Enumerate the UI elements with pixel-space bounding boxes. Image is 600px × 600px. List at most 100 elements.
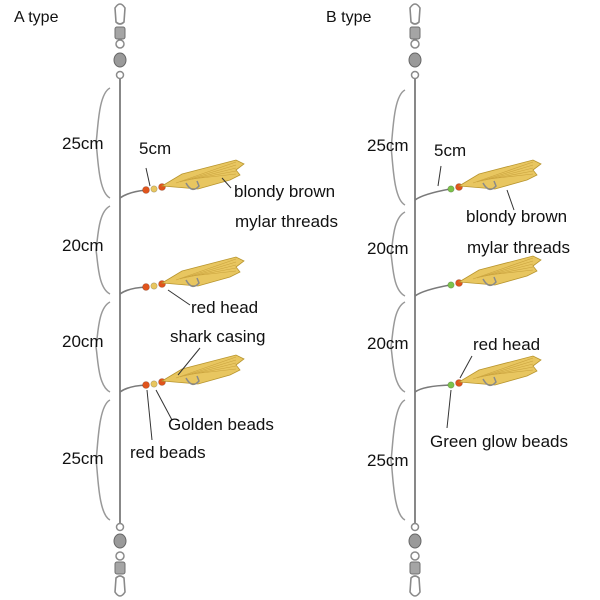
b-lure-3-mylar-strand-4	[488, 369, 534, 376]
a-red-beads-callout	[146, 389, 153, 441]
a-mylar-threads-label: mylar threads	[235, 212, 338, 231]
a-leader-length-callout	[145, 167, 151, 187]
a-lure-2-mylar-strand-4	[191, 270, 237, 277]
a-golden-bead-1	[150, 185, 158, 193]
a-lure-1-feather-icon	[160, 159, 245, 190]
a-top-ring-icon	[115, 39, 125, 49]
b-blondy-brown-callout	[506, 189, 515, 211]
a-leader-1	[119, 189, 147, 199]
a-bottom-bead-icon	[113, 533, 127, 549]
b-leader-3	[414, 384, 451, 393]
a-bottom-swivel-icon	[114, 561, 126, 575]
b-top-swivel-icon	[409, 26, 421, 40]
a-lure-3-feather-icon	[160, 354, 245, 385]
b-lure-1-mylar-strand-4	[488, 173, 534, 180]
b-lure-2-mylar-strand-4	[488, 269, 534, 276]
a-lure-3-hook-icon	[185, 375, 200, 386]
a-lure-3-mylar-strand-4	[191, 368, 237, 375]
a-bottom-ring-icon	[115, 551, 125, 561]
b-lure-2-feather-icon	[457, 255, 542, 286]
b-blondy-brown-label: blondy brown	[466, 207, 568, 226]
b-segment-1-length: 25cm	[367, 136, 409, 155]
b-bottom-ring-icon	[410, 551, 420, 561]
a-shark-casing-label: shark casing	[170, 327, 266, 346]
a-lure-2-feather-icon	[160, 256, 245, 287]
a-lure-2-hook-icon	[185, 277, 200, 288]
b-leader-length-callout	[437, 165, 442, 187]
a-shark-casing-callout	[177, 347, 201, 376]
a-blondy-brown-label: blondy brown	[234, 182, 336, 201]
a-red-head-callout	[167, 289, 191, 306]
a-bottom-link-icon	[115, 522, 125, 532]
b-green-bead-2	[447, 281, 455, 289]
a-segment-4-length: 25cm	[62, 449, 104, 468]
b-green-glow-beads-label: Green glow beads	[430, 432, 568, 451]
a-top-snap-icon	[114, 3, 126, 25]
a-leader-length: 5cm	[139, 139, 172, 158]
b-lure-1-feather-icon	[457, 159, 542, 190]
a-red-bead-3	[142, 381, 150, 389]
a-red-head-label: red head	[191, 298, 259, 317]
b-top-snap-icon	[409, 3, 421, 25]
b-green-bead-1	[447, 185, 455, 193]
a-brace-4	[95, 399, 111, 521]
b-bottom-snap-icon	[409, 575, 421, 597]
b-brace-2	[390, 211, 406, 297]
a-bottom-snap-icon	[114, 575, 126, 597]
b-lure-2-mylar-strand-0	[472, 257, 534, 280]
a-lure-3-mylar-strand-1	[179, 359, 237, 378]
a-lure-2-mylar-strand-1	[179, 261, 237, 280]
b-lure-3-feather-icon	[457, 355, 542, 386]
a-top-swivel-icon	[114, 26, 126, 40]
b-top-ring-icon	[410, 39, 420, 49]
a-lure-1-mylar-strand-0	[175, 161, 237, 184]
b-bottom-swivel-icon	[409, 561, 421, 575]
b-lure-2-hook-icon	[482, 276, 497, 287]
a-segment-3-length: 20cm	[62, 332, 104, 351]
a-golden-bead-2	[150, 282, 158, 290]
b-leader-1	[414, 188, 451, 201]
b-lure-1-mylar-strand-0	[472, 161, 534, 184]
a-lure-1-mylar-strand-1	[179, 164, 237, 183]
b-lure-2-mylar-strand-1	[476, 260, 534, 279]
a-red-beads-label: red beads	[130, 443, 206, 462]
a-type-title: A type	[14, 9, 59, 26]
a-golden-bead-3	[150, 380, 158, 388]
b-brace-1	[390, 89, 406, 206]
b-brace-4	[390, 399, 406, 521]
b-top-bead-icon	[408, 52, 422, 68]
b-type-title: B type	[326, 9, 372, 26]
a-top-bead-icon	[113, 52, 127, 68]
b-lure-1-mylar-strand-1	[476, 164, 534, 183]
a-golden-beads-callout	[155, 389, 173, 421]
a-red-bead-1	[142, 186, 150, 194]
b-brace-3	[390, 301, 406, 393]
b-leader-2	[414, 284, 451, 297]
a-lure-1-mylar-strand-4	[191, 173, 237, 180]
a-blondy-brown-callout	[221, 177, 232, 189]
b-segment-3-length: 20cm	[367, 334, 409, 353]
a-brace-2	[95, 205, 111, 295]
b-top-link-icon	[410, 70, 420, 80]
b-red-head-callout	[459, 355, 473, 379]
a-top-link-icon	[115, 70, 125, 80]
b-lure-3-mylar-strand-0	[472, 357, 534, 380]
b-lure-3-mylar-strand-1	[476, 360, 534, 379]
a-segment-2-length: 20cm	[62, 236, 104, 255]
b-leader-length: 5cm	[434, 141, 467, 160]
a-leader-3	[119, 384, 147, 393]
b-bottom-bead-icon	[408, 533, 422, 549]
b-segment-4-length: 25cm	[367, 451, 409, 470]
b-mylar-threads-label: mylar threads	[467, 238, 570, 257]
b-segment-2-length: 20cm	[367, 239, 409, 258]
a-brace-3	[95, 301, 111, 393]
b-green-glow-beads-callout	[446, 389, 452, 429]
b-green-bead-3	[447, 381, 455, 389]
a-red-bead-2	[142, 283, 150, 291]
a-lure-2-mylar-strand-0	[175, 258, 237, 281]
a-brace-1	[95, 87, 111, 199]
b-bottom-link-icon	[410, 522, 420, 532]
a-leader-2	[119, 286, 147, 295]
